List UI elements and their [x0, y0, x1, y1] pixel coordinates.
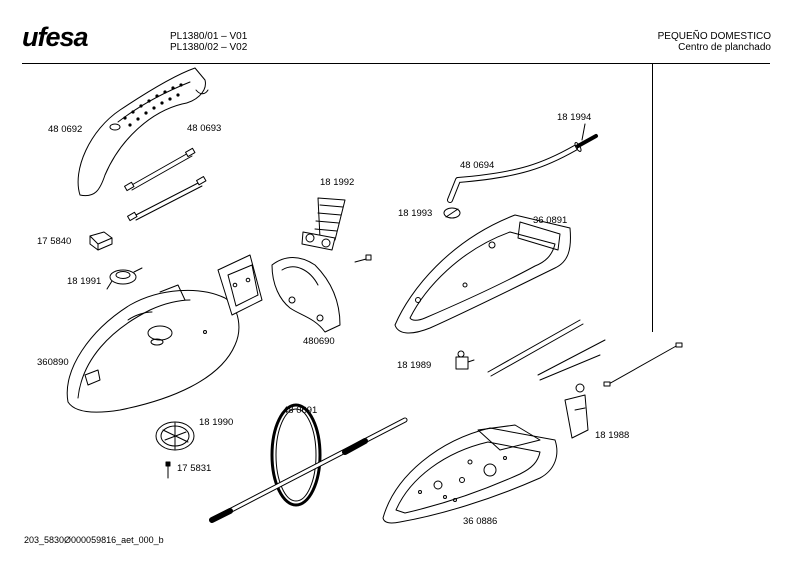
- category-label: PEQUEÑO DOMESTICO: [657, 31, 771, 42]
- label-soleplate: 36 0886: [463, 516, 498, 527]
- label-connector: 18 1994: [557, 112, 592, 123]
- part-soleplate[interactable]: [382, 424, 558, 524]
- part-iron-base[interactable]: [394, 214, 571, 334]
- label-cable-guard: 18 1992: [320, 177, 355, 188]
- document-code: 203_5830Ø000059816_aet_000_b: [24, 535, 164, 545]
- label-handle: 48 0692: [48, 124, 83, 135]
- part-internal-cables[interactable]: [487, 319, 683, 387]
- part-button[interactable]: [106, 267, 143, 290]
- header-divider: [22, 63, 770, 64]
- part-thermostat[interactable]: [455, 350, 475, 370]
- vertical-divider: [652, 64, 653, 332]
- part-steam-tube[interactable]: [447, 145, 578, 203]
- part-rear-cover[interactable]: [217, 254, 341, 333]
- label-housing: 360890: [37, 357, 69, 368]
- label-hose: 48 0691: [283, 405, 318, 416]
- label-screw: 17 5831: [177, 463, 212, 474]
- label-button: 18 1991: [67, 276, 102, 287]
- part-fuse[interactable]: [564, 383, 589, 439]
- part-small-screw[interactable]: [354, 254, 372, 263]
- brand-logo: ufesa: [22, 22, 89, 52]
- label-thermostat: 18 1989: [397, 360, 432, 371]
- label-iron-base: 36 0891: [533, 215, 568, 226]
- subcategory-label: Centro de planchado: [678, 42, 771, 53]
- label-rear-cover: 480690: [303, 336, 335, 347]
- part-housing[interactable]: [66, 284, 240, 413]
- label-clamp: 18 1993: [398, 208, 433, 219]
- part-dial[interactable]: [155, 421, 195, 451]
- part-switch[interactable]: [89, 231, 113, 251]
- part-handle[interactable]: [77, 67, 209, 197]
- part-screw[interactable]: [165, 461, 171, 479]
- part-cable-set[interactable]: [124, 147, 207, 222]
- label-steam-tube: 48 0694: [460, 160, 495, 171]
- model-number-2: PL1380/02 – V02: [170, 42, 248, 53]
- part-hose[interactable]: [209, 403, 408, 523]
- label-dial: 18 1990: [199, 417, 234, 428]
- part-clamp[interactable]: [443, 207, 461, 219]
- model-number-1: PL1380/01 – V01: [170, 31, 248, 42]
- part-connector[interactable]: [574, 123, 598, 152]
- label-fuse: 18 1988: [595, 430, 630, 441]
- label-cable-set: 48 0693: [187, 123, 222, 134]
- part-cable-guard[interactable]: [301, 197, 346, 251]
- label-switch: 17 5840: [37, 236, 72, 247]
